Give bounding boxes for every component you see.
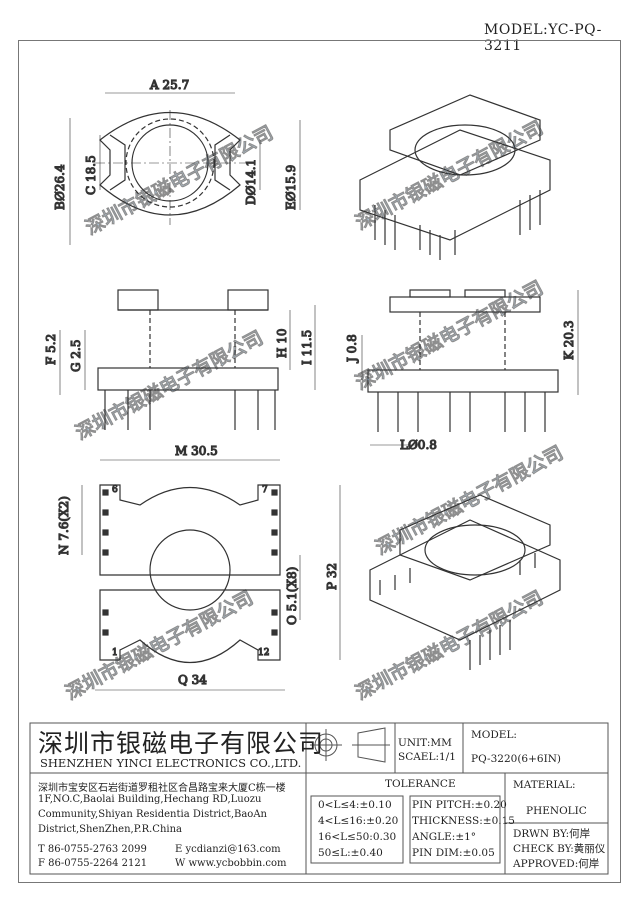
address-en-line: Community,Shiyan Residentia District,Bao… — [38, 809, 267, 820]
watermark: 深圳市银磁电子有限公司 — [72, 327, 267, 445]
dim-g: G 2.5 — [69, 340, 83, 372]
dim-o: O 5.1(X8) — [285, 567, 299, 625]
tolerance-item: 50≤L:±0.40 — [318, 847, 383, 859]
fax: F 86-0755-2264 2121 — [38, 858, 148, 869]
dim-a: A 25.7 — [149, 78, 189, 92]
tolerance-item: 4<L≤16:±0.20 — [318, 815, 399, 827]
address-en-line: District,ShenZhen,P.R.China — [38, 824, 182, 835]
pin-12: 12 — [258, 648, 269, 658]
dim-i: I 11.5 — [300, 330, 314, 365]
material-value: PHENOLIC — [526, 805, 587, 817]
dim-h: H 10 — [275, 328, 289, 358]
dim-p: P 32 — [325, 563, 339, 590]
material-label: MATERIAL: — [513, 779, 576, 791]
address-cn: 深圳市宝安区石岩街道罗租社区合昌路宝来大厦C栋一楼 — [38, 783, 286, 794]
company-name-en: SHENZHEN YINCI ELECTRONICS CO.,LTD. — [40, 756, 302, 770]
tolerance-item: THICKNESS:±0.15 — [412, 815, 515, 827]
dim-m: M 30.5 — [175, 444, 218, 458]
dim-e: EØ15.9 — [284, 165, 298, 210]
iso-view-top — [359, 94, 551, 260]
watermark: 深圳市银磁电子有限公司 — [352, 117, 547, 235]
website: W www.ycbobbin.com — [175, 858, 287, 869]
pin-7: 7 — [262, 485, 268, 495]
tolerance-item: ANGLE:±1° — [412, 831, 477, 843]
watermark: 深圳市银磁电子有限公司 — [372, 442, 567, 560]
tolerance-title: TOLERANCE — [385, 778, 456, 790]
company-name-cn: 深圳市银磁电子有限公司 — [38, 729, 325, 758]
drawn-by: DRWN BY:何岸 — [513, 828, 591, 840]
telephone: T 86-0755-2763 2099 — [38, 844, 147, 855]
dim-n: N 7.6(X2) — [57, 496, 71, 555]
pin-6: 6 — [112, 485, 118, 495]
dim-q: Q 34 — [178, 673, 207, 687]
pin-1: 1 — [112, 648, 118, 658]
dim-c: C 18.5 — [84, 155, 98, 195]
tolerance-item: 0<L≤4:±0.10 — [318, 799, 392, 811]
dim-k: K 20.3 — [562, 321, 576, 361]
top-view — [69, 92, 301, 245]
side-view-right — [361, 289, 579, 446]
model-value: PQ-3220(6+6IN) — [471, 753, 562, 765]
email: E ycdianzi@163.com — [175, 844, 281, 855]
side-view-left — [59, 289, 316, 430]
iso-view-bottom — [369, 494, 561, 670]
tolerance-item: 16<L≤50:0.30 — [318, 831, 397, 843]
address-en-line: 1F,NO.C,Baolai Building,Hechang RD,Luozu — [38, 794, 262, 805]
tolerance-item: PIN PITCH:±0.20 — [412, 799, 507, 811]
bottom-view — [81, 459, 341, 691]
dim-b: BØ26.4 — [53, 164, 67, 210]
dim-l: LØ0.8 — [400, 438, 437, 452]
model-header: MODEL:YC-PQ-3211 — [484, 22, 602, 54]
tolerance-item: PIN DIM:±0.05 — [412, 847, 495, 859]
title-block-lines — [29, 722, 609, 875]
check-by: CHECK BY:黄丽仪 — [513, 843, 606, 855]
watermark: 深圳市银磁电子有限公司 — [62, 587, 257, 705]
model-label: MODEL: — [471, 729, 517, 741]
unit: UNIT:MM — [398, 737, 452, 749]
dim-j: J 0.8 — [345, 334, 359, 364]
dim-d: DØ14.1 — [244, 159, 258, 205]
scale: SCAEL:1/1 — [398, 751, 456, 763]
dim-f: F 5.2 — [44, 334, 58, 365]
drawing-frame — [18, 40, 621, 883]
approved-by: APPROVED:何岸 — [513, 858, 600, 870]
